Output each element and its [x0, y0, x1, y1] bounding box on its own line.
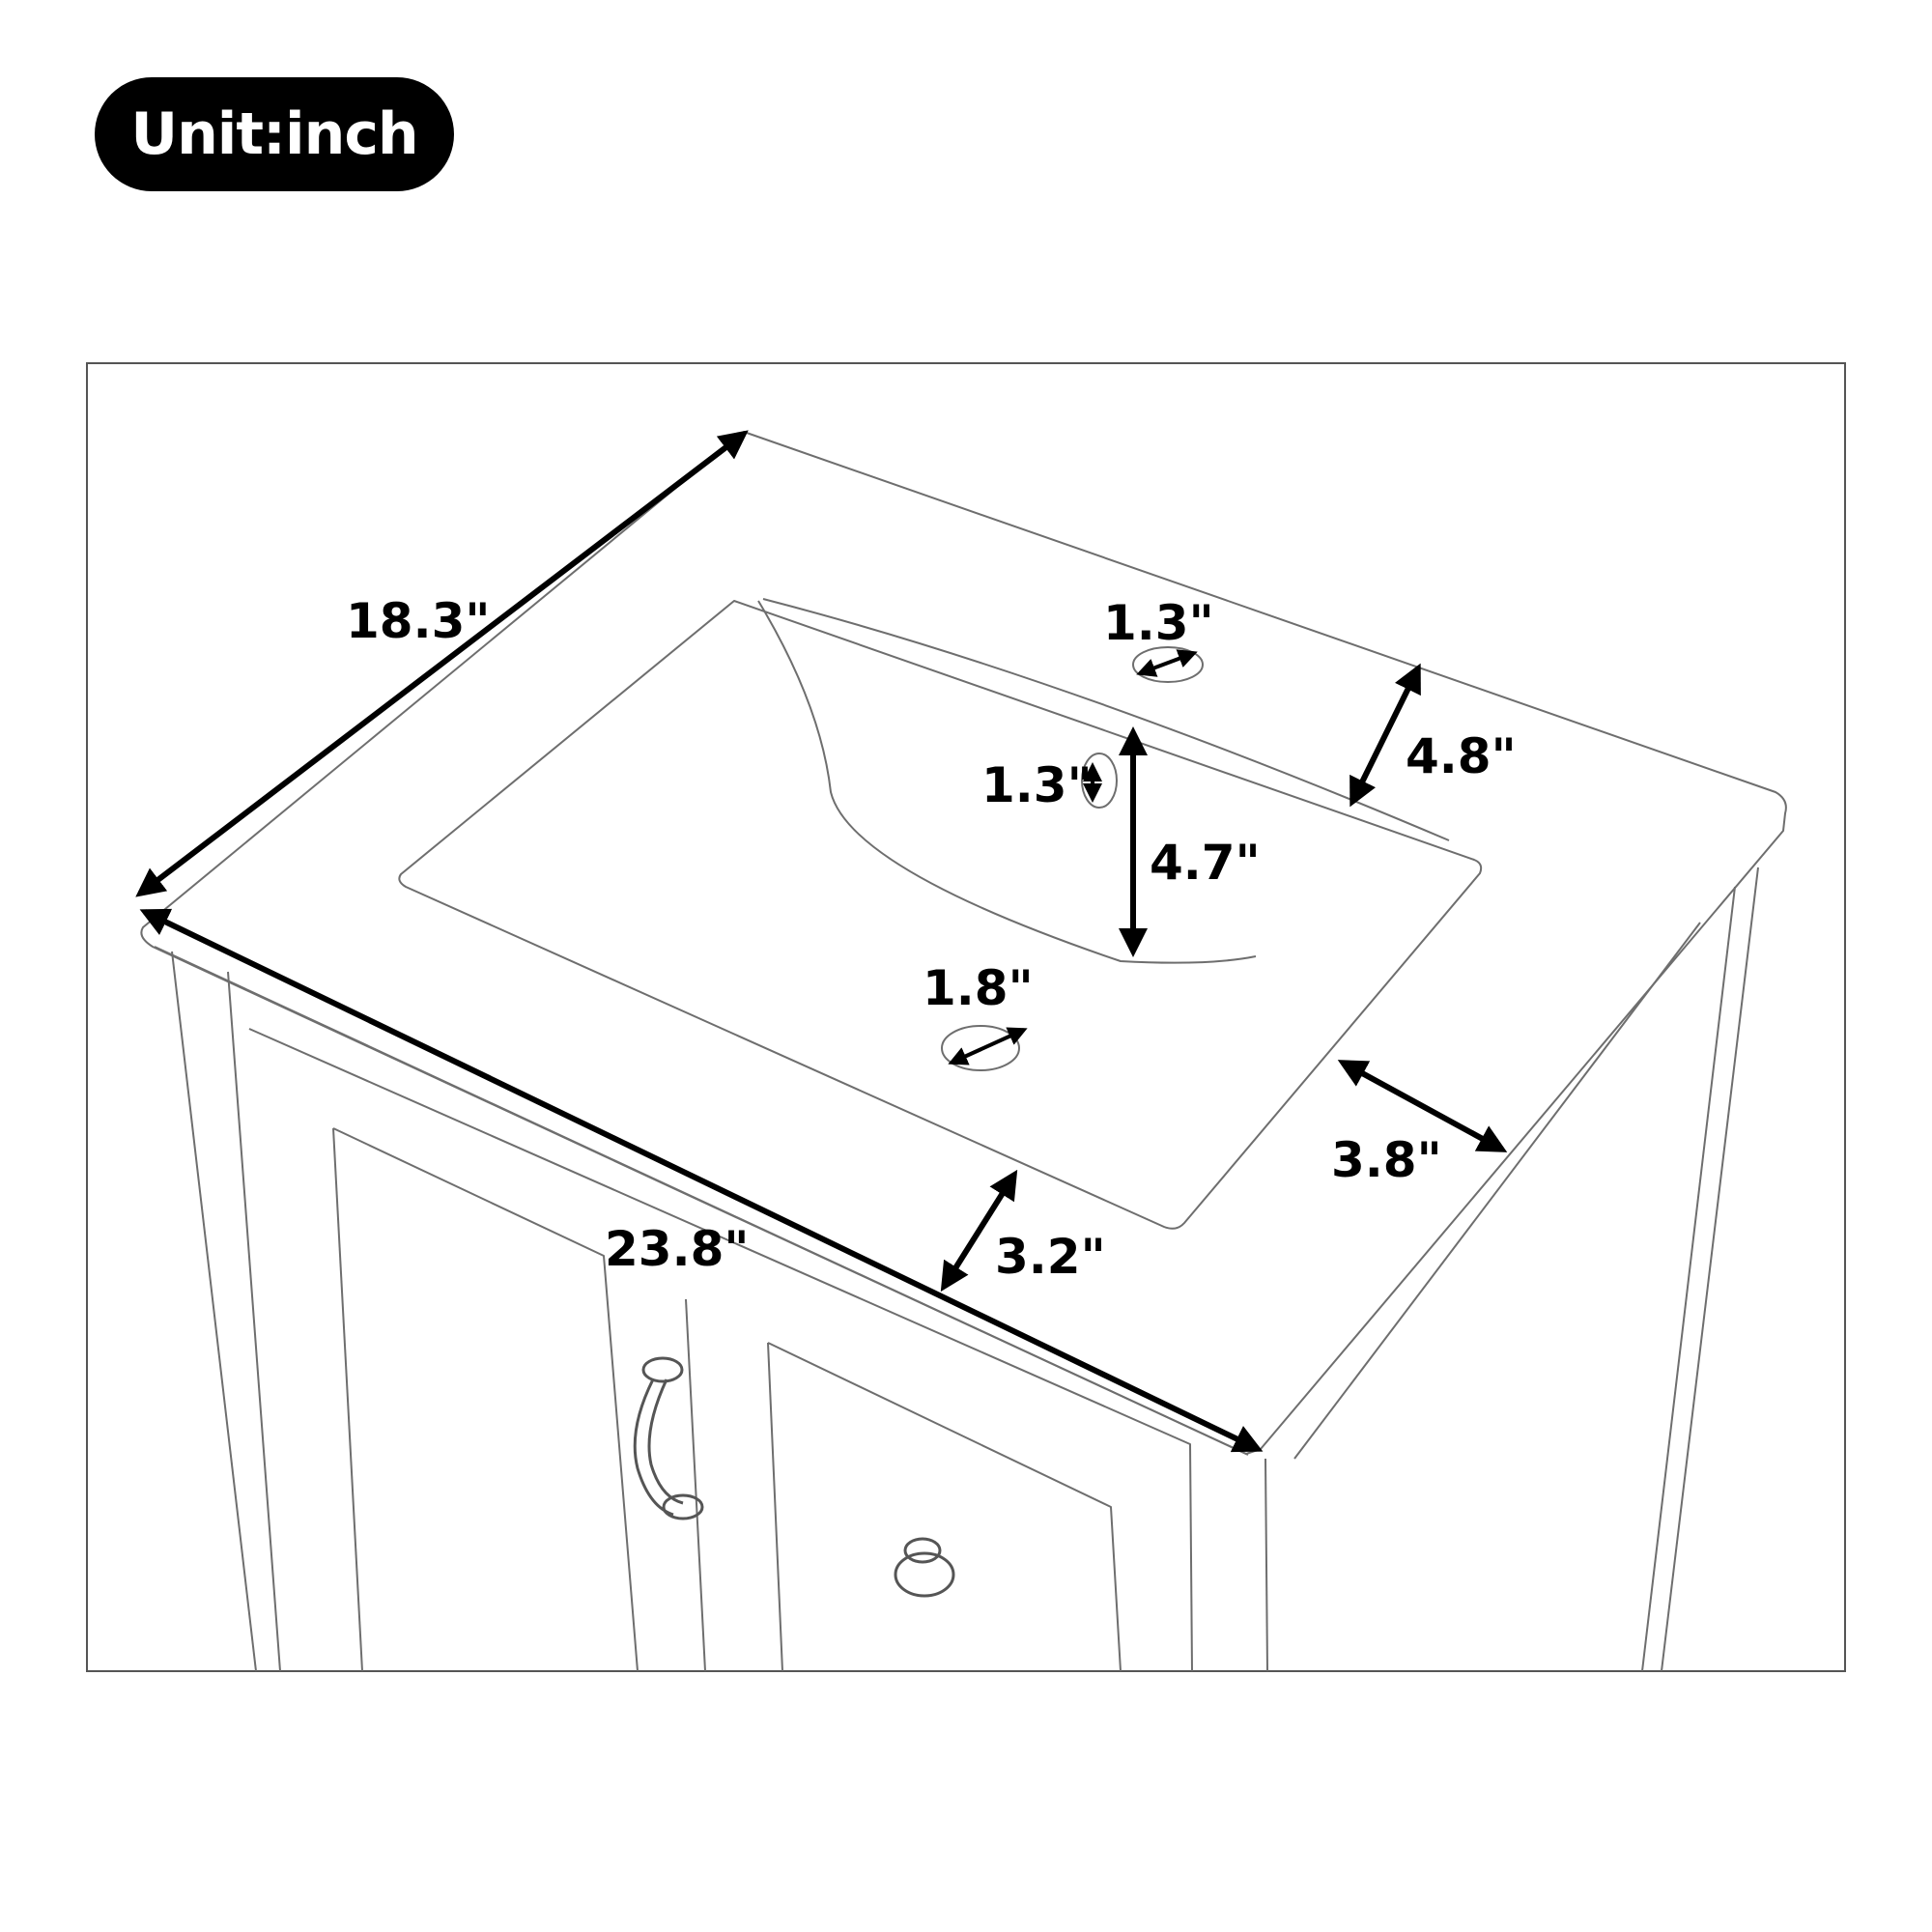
- cabinet-left-inner: [227, 971, 281, 1672]
- door-panel-right-inner: [767, 1342, 783, 1672]
- unit-badge: Unit:inch: [95, 77, 454, 191]
- back-margin-label: 4.8": [1406, 728, 1517, 784]
- faucet-hole-label: 1.8": [923, 960, 1034, 1016]
- side-margin-arrow: [1337, 1060, 1508, 1152]
- countertop-outline: [140, 431, 1787, 1455]
- faucet-arrow: [948, 1027, 1028, 1065]
- width-arrow: [139, 908, 1264, 1453]
- cabinet-right-front: [1264, 1458, 1268, 1672]
- front-margin-arrow: [940, 1169, 1018, 1293]
- cabinet-left-side: [171, 951, 257, 1672]
- door-stile: [685, 1298, 706, 1672]
- drain-hole: [1081, 753, 1118, 809]
- side-margin-label: 3.8": [1331, 1132, 1442, 1188]
- door-panel-left: [332, 1127, 639, 1672]
- dimension-arrows: [135, 430, 1508, 1453]
- door-panel-left-inner: [332, 1127, 363, 1672]
- width-label: 23.8": [605, 1221, 749, 1277]
- depth-arrow: [135, 430, 749, 897]
- door-panel-right: [767, 1342, 1122, 1672]
- overflow-hole: [1132, 646, 1204, 683]
- drain-diameter-label: 1.3": [981, 757, 1093, 813]
- cabinet-side-panel: [1293, 922, 1701, 1460]
- drawer-knob-icon: [894, 1537, 955, 1598]
- overflow-arrow: [1136, 649, 1198, 677]
- depth-label: 18.3": [346, 593, 490, 649]
- image-frame: [86, 362, 1846, 1672]
- front-margin-label: 3.2": [995, 1229, 1106, 1285]
- basin-back-curve: [762, 598, 1450, 841]
- back-margin-arrow: [1350, 663, 1421, 808]
- cabinet-right-side: [1661, 867, 1759, 1672]
- basin-depth-label: 4.7": [1150, 835, 1261, 891]
- overflow-hole-label: 1.3": [1103, 595, 1214, 651]
- basin-outline: [398, 600, 1483, 1230]
- countertop-front-edge: [154, 946, 1249, 1456]
- cabinet-right-side-inner: [1641, 886, 1736, 1672]
